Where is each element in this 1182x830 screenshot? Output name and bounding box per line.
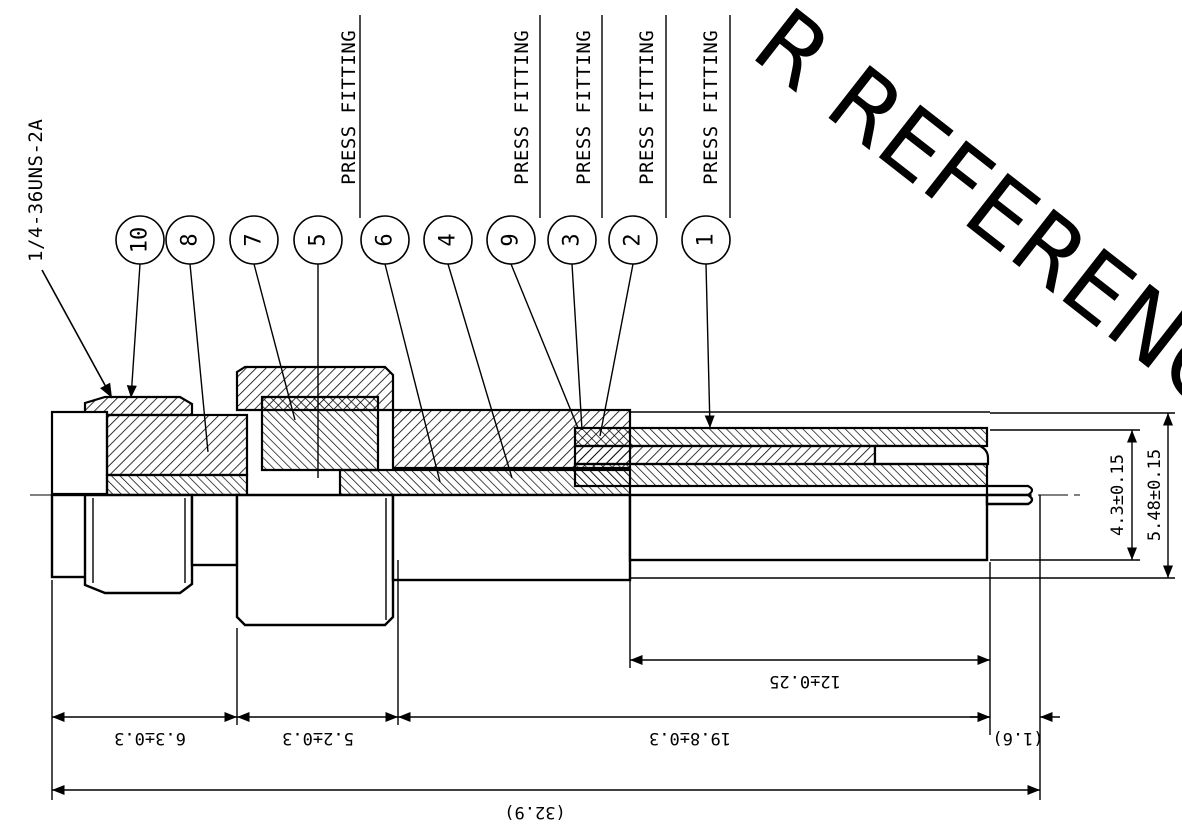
balloon-4: 4 [423, 215, 473, 265]
dim-overall: (32.9) [504, 802, 565, 822]
dimension-lines [51, 411, 1175, 800]
svg-text:5: 5 [306, 233, 331, 246]
balloon-3: 3 [547, 215, 597, 265]
balloon-5: 5 [293, 215, 343, 265]
balloon-8: 8 [165, 215, 215, 265]
press-fitting-label-2: PRESS FITTING [636, 30, 658, 185]
press-fitting-label-9: PRESS FITTING [511, 30, 533, 185]
dim-12: 12±0.25 [769, 671, 841, 691]
press-fitting-label-3: PRESS FITTING [573, 30, 595, 185]
dim-6-3: 6.3±0.3 [114, 728, 186, 748]
svg-text:6: 6 [373, 233, 398, 246]
part-outline [50, 493, 1034, 627]
dim-5-2: 5.2±0.3 [282, 728, 354, 748]
press-fitting-label-1: PRESS FITTING [700, 30, 722, 185]
dim-19-8: 19.8±0.3 [649, 728, 731, 748]
svg-text:7: 7 [242, 233, 267, 246]
svg-text:2: 2 [621, 233, 646, 246]
svg-text:4: 4 [436, 233, 461, 246]
thread-spec-label: 1/4-36UNS-2A [25, 119, 47, 262]
dim-1-6: (1.6) [992, 728, 1043, 748]
balloon-2: 2 [608, 215, 658, 265]
dim-dia-outer: 5.48±0.15 [1145, 449, 1165, 541]
svg-text:9: 9 [499, 233, 524, 246]
dim-dia-inner: 4.3±0.15 [1108, 454, 1128, 536]
svg-text:3: 3 [560, 233, 585, 246]
dimension-texts: 6.3±0.3 5.2±0.3 19.8±0.3 (1.6) 12±0.25 (… [114, 449, 1165, 822]
svg-text:8: 8 [178, 233, 203, 246]
balloon-1: 1 [681, 215, 731, 265]
svg-text:1: 1 [694, 233, 719, 246]
watermark-text: R REFERENC [734, 0, 1182, 430]
part-section [50, 365, 1034, 497]
svg-text:10: 10 [128, 227, 153, 254]
press-fitting-label-5: PRESS FITTING [338, 30, 360, 185]
thread-leader [41, 269, 113, 399]
balloon-6: 6 [360, 215, 410, 265]
balloons: 10 8 7 5 6 4 9 3 2 1 [115, 215, 731, 265]
balloon-9: 9 [486, 215, 536, 265]
balloon-7: 7 [229, 215, 279, 265]
balloon-10: 10 [115, 215, 165, 265]
press-fitting-labels: PRESS FITTING PRESS FITTING PRESS FITTIN… [338, 15, 731, 218]
